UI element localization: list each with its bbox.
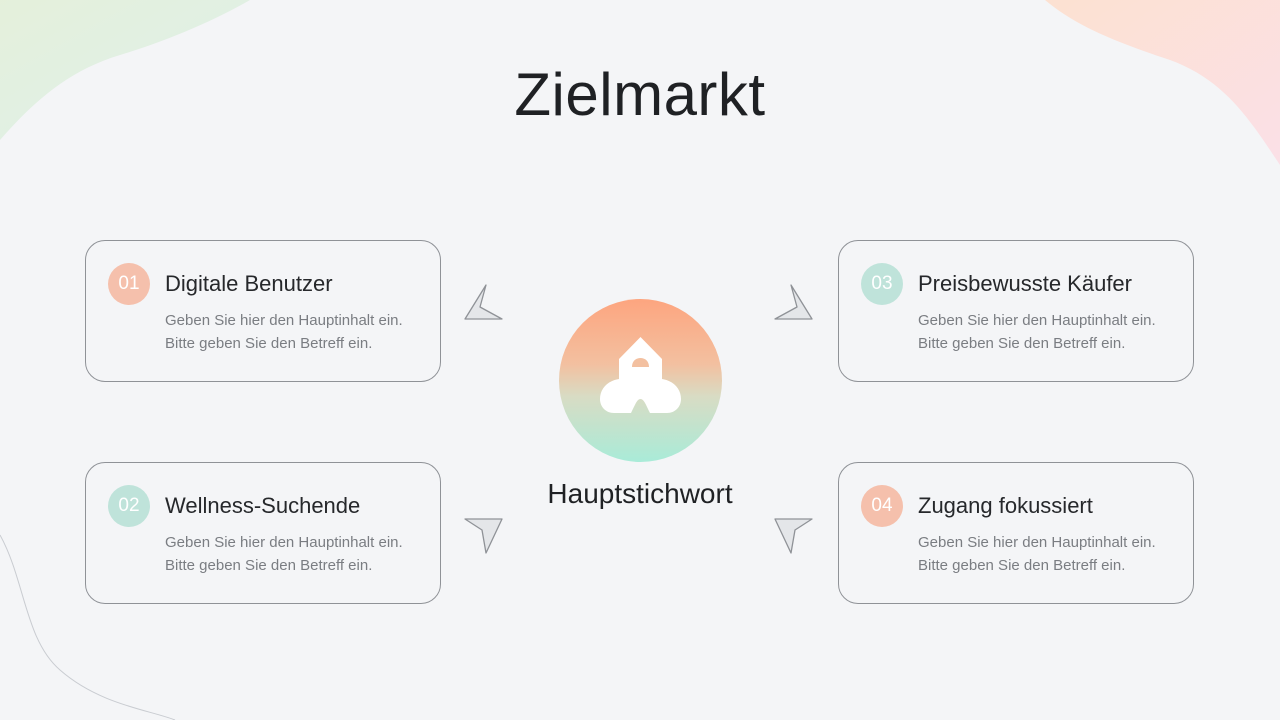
card-description: Geben Sie hier den Hauptinhalt ein. Bitt… xyxy=(918,309,1188,355)
card-title: Zugang fokussiert xyxy=(918,493,1093,518)
bottom-left-curve xyxy=(0,534,176,720)
card-description: Geben Sie hier den Hauptinhalt ein. Bitt… xyxy=(165,309,435,355)
card-description-line: Geben Sie hier den Hauptinhalt ein. xyxy=(165,312,403,329)
arrow-top-left-icon xyxy=(464,284,503,320)
center-circle xyxy=(559,299,722,462)
card-preisbewusste-kaeufer: 03 Preisbewusste Käufer Geben Sie hier d… xyxy=(838,240,1194,382)
card-description: Geben Sie hier den Hauptinhalt ein. Bitt… xyxy=(918,531,1188,577)
top-right-blob xyxy=(1045,0,1280,165)
card-description-line: Bitte geben Sie den Betreff ein. xyxy=(918,557,1126,574)
card-description-line: Bitte geben Sie den Betreff ein. xyxy=(918,335,1126,352)
card-zugang-fokussiert: 04 Zugang fokussiert Geben Sie hier den … xyxy=(838,462,1194,604)
arrow-bottom-right-icon xyxy=(774,518,813,554)
card-number-badge: 04 xyxy=(861,485,903,527)
card-digitale-benutzer: 01 Digitale Benutzer Geben Sie hier den … xyxy=(85,240,441,382)
center-keyword: Hauptstichwort xyxy=(547,478,733,509)
card-title: Digitale Benutzer xyxy=(165,271,333,296)
home-icon xyxy=(600,337,681,413)
card-description-line: Geben Sie hier den Hauptinhalt ein. xyxy=(165,534,403,551)
card-number-badge: 03 xyxy=(861,263,903,305)
card-wellness-suchende: 02 Wellness-Suchende Geben Sie hier den … xyxy=(85,462,441,604)
card-description-line: Bitte geben Sie den Betreff ein. xyxy=(165,557,373,574)
card-description-line: Bitte geben Sie den Betreff ein. xyxy=(165,335,373,352)
arrow-top-right-icon xyxy=(774,284,813,320)
card-description: Geben Sie hier den Hauptinhalt ein. Bitt… xyxy=(165,531,435,577)
card-title: Preisbewusste Käufer xyxy=(918,271,1132,296)
arrow-bottom-left-icon xyxy=(464,518,503,554)
page-title: Zielmarkt xyxy=(514,61,766,128)
card-description-line: Geben Sie hier den Hauptinhalt ein. xyxy=(918,534,1156,551)
card-title: Wellness-Suchende xyxy=(165,493,361,518)
card-description-line: Geben Sie hier den Hauptinhalt ein. xyxy=(918,312,1156,329)
card-number-badge: 01 xyxy=(108,263,150,305)
card-number-badge: 02 xyxy=(108,485,150,527)
top-left-blob xyxy=(0,0,250,140)
